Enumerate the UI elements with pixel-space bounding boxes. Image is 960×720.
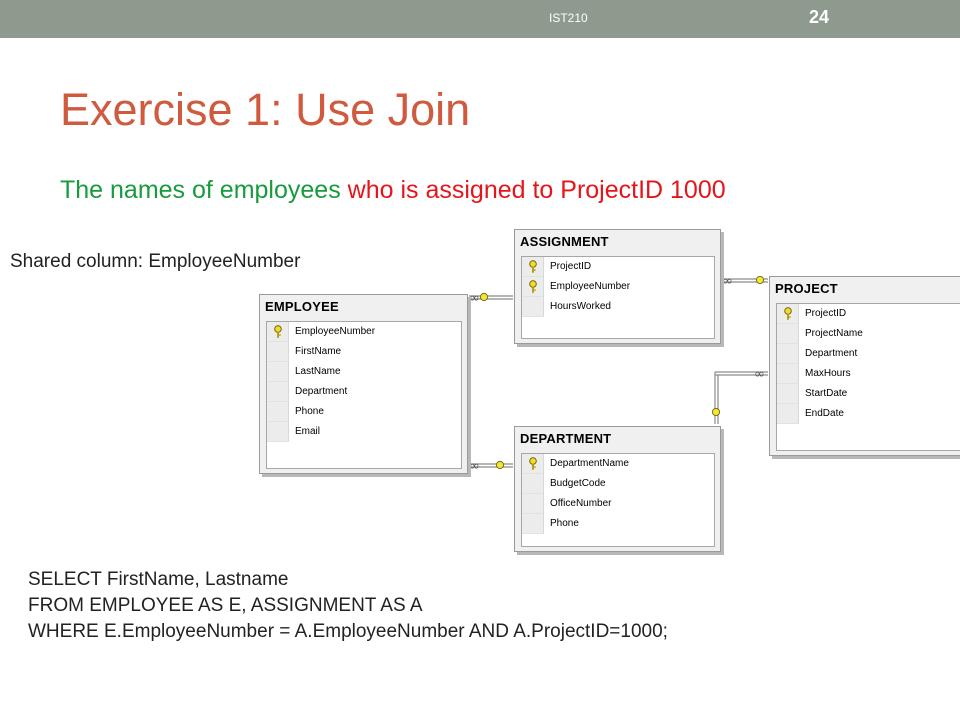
table-row: Phone (267, 402, 461, 422)
infinity-marker-1: ∞ (469, 291, 480, 306)
table-row: HoursWorked (522, 297, 714, 317)
employee-columns: EmployeeNumber FirstName LastName Depart… (266, 321, 462, 469)
table-row: OfficeNumber (522, 494, 714, 514)
column-name: DepartmentName (550, 458, 629, 469)
column-name: ProjectID (805, 308, 847, 319)
course-label: IST210 (549, 11, 588, 25)
column-name: LastName (295, 366, 341, 377)
infinity-marker-2: ∞ (722, 274, 733, 289)
table-row: DepartmentName (522, 454, 714, 474)
key-marker-4 (711, 407, 721, 417)
column-name: Phone (295, 406, 324, 417)
table-row: LastName (267, 362, 461, 382)
column-name: ProjectName (805, 328, 863, 339)
project-table: PROJECT ProjectID ProjectName Department… (769, 276, 960, 456)
slide-header-bar: IST210 24 (0, 0, 960, 38)
sql-line-2: FROM EMPLOYEE AS E, ASSIGNMENT AS A (28, 595, 423, 616)
sql-line-3: WHERE E.EmployeeNumber = A.EmployeeNumbe… (28, 621, 668, 642)
column-name: Department (805, 348, 858, 359)
key-icon (784, 307, 792, 320)
key-marker-1 (479, 292, 489, 302)
assignment-table: ASSIGNMENT ProjectID EmployeeNumber Hour… (514, 229, 721, 344)
column-name: StartDate (805, 388, 848, 399)
key-icon (529, 280, 537, 293)
table-row: Department (777, 344, 960, 364)
key-icon (274, 325, 282, 338)
key-marker-2 (495, 460, 505, 470)
department-table: DEPARTMENT DepartmentName BudgetCode Off… (514, 426, 721, 552)
sql-line-1: SELECT FirstName, Lastname (28, 569, 289, 590)
project-columns: ProjectID ProjectName Department MaxHour… (776, 303, 960, 451)
column-name: OfficeNumber (550, 498, 612, 509)
key-marker-3 (755, 275, 765, 285)
slide-subtitle: The names of employees who is assigned t… (60, 176, 726, 205)
page-number: 24 (809, 7, 830, 27)
column-name: Department (295, 386, 348, 397)
column-name: EndDate (805, 408, 844, 419)
column-name: ProjectID (550, 261, 592, 272)
table-row: ProjectID (777, 304, 960, 324)
table-row: Department (267, 382, 461, 402)
project-table-name: PROJECT (775, 281, 838, 296)
department-columns: DepartmentName BudgetCode OfficeNumber P… (521, 453, 715, 547)
subtitle-part-1: The names of employees (60, 176, 341, 204)
assignment-columns: ProjectID EmployeeNumber HoursWorked (521, 256, 715, 339)
employee-table: EMPLOYEE EmployeeNumber FirstName LastNa… (259, 294, 468, 474)
table-row: BudgetCode (522, 474, 714, 494)
slide-title: Exercise 1: Use Join (60, 84, 471, 135)
subtitle-part-2: who is assigned to ProjectID 1000 (347, 176, 726, 204)
table-row: ProjectName (777, 324, 960, 344)
sql-query: SELECT FirstName, Lastname FROM EMPLOYEE… (28, 567, 668, 645)
employee-table-name: EMPLOYEE (265, 299, 339, 314)
table-row: FirstName (267, 342, 461, 362)
department-table-name: DEPARTMENT (520, 431, 612, 446)
table-row: EndDate (777, 404, 960, 424)
column-name: HoursWorked (550, 301, 611, 312)
column-name: Email (295, 426, 321, 437)
table-row: MaxHours (777, 364, 960, 384)
table-row: ProjectID (522, 257, 714, 277)
shared-column-note: Shared column: EmployeeNumber (10, 251, 301, 272)
table-row: EmployeeNumber (267, 322, 461, 342)
column-name: EmployeeNumber (550, 281, 631, 292)
column-name: MaxHours (805, 368, 851, 379)
assignment-table-name: ASSIGNMENT (520, 234, 609, 249)
column-name: FirstName (295, 346, 342, 357)
table-row: EmployeeNumber (522, 277, 714, 297)
key-icon (529, 457, 537, 470)
table-row: Phone (522, 514, 714, 534)
key-icon (529, 260, 537, 273)
table-row: StartDate (777, 384, 960, 404)
infinity-marker-4: ∞ (754, 367, 765, 382)
column-name: BudgetCode (550, 478, 606, 489)
column-name: Phone (550, 518, 579, 529)
column-name: EmployeeNumber (295, 326, 376, 337)
table-row: Email (267, 422, 461, 442)
infinity-marker-3: ∞ (469, 459, 480, 474)
